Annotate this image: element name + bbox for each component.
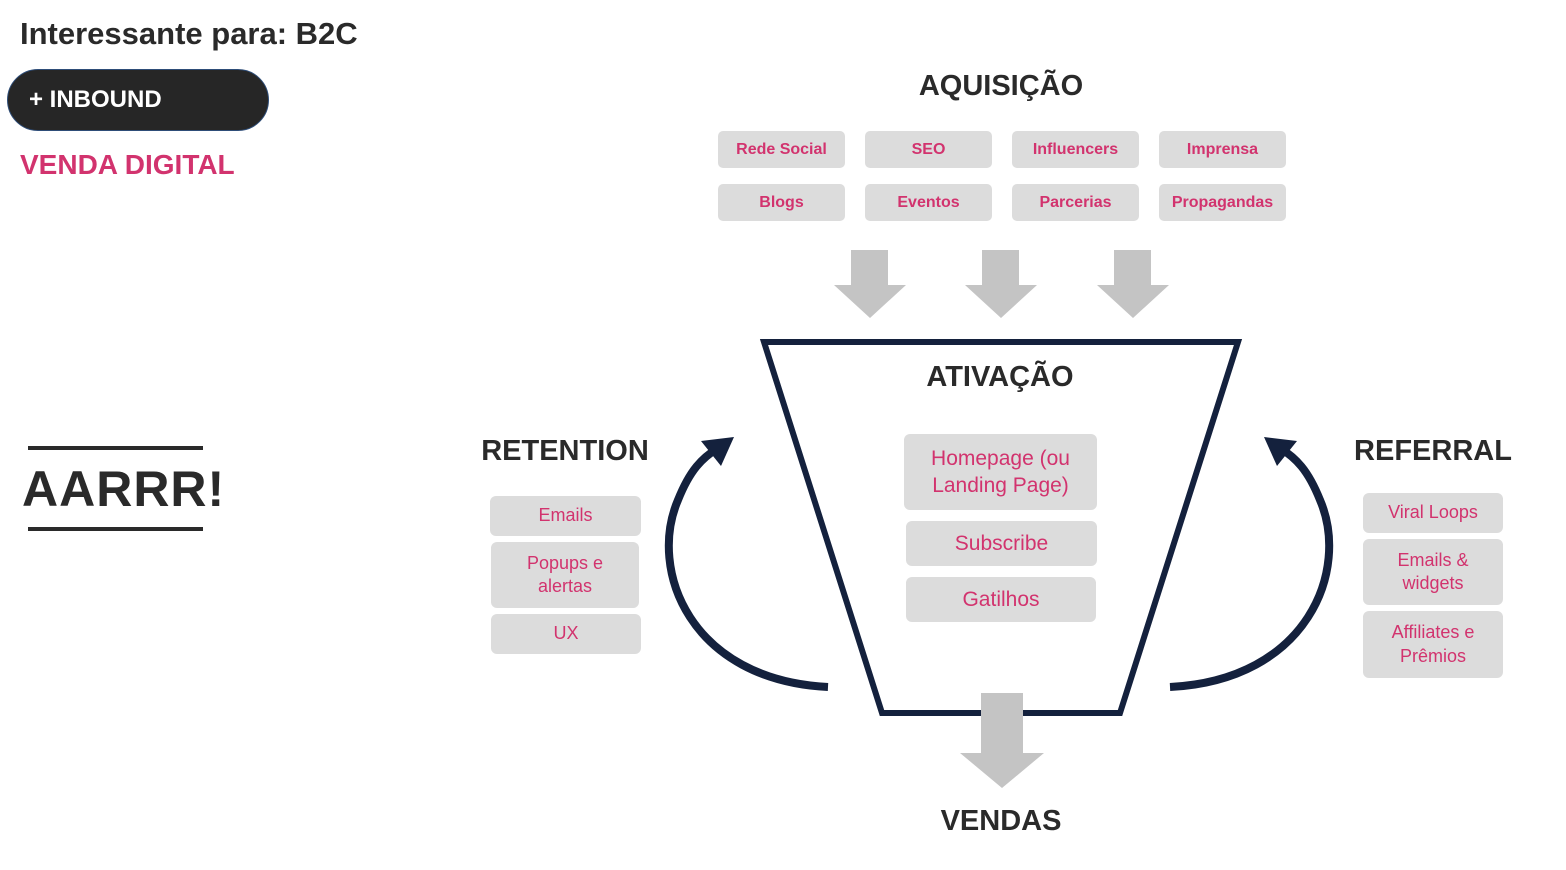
acquisition-chip-rede-social: Rede Social [718, 131, 845, 168]
referral-title: REFERRAL [1354, 435, 1512, 467]
retention-loop-arrow [664, 444, 829, 691]
retention-item-emails: Emails [490, 496, 641, 536]
page-title: Interessante para: B2C [20, 16, 358, 51]
acquisition-chip-imprensa: Imprensa [1159, 131, 1286, 168]
activation-item-gatilhos: Gatilhos [906, 577, 1096, 622]
down-arrow-1 [834, 250, 906, 318]
sales-arrow [960, 693, 1044, 788]
aarrr-top-rule [28, 446, 203, 450]
acquisition-chip-eventos: Eventos [865, 184, 992, 221]
acquisition-chip-parcerias: Parcerias [1012, 184, 1139, 221]
sales-title: VENDAS [940, 805, 1062, 837]
acquisition-chip-blogs: Blogs [718, 184, 845, 221]
acquisition-chip-propagandas: Propagandas [1159, 184, 1286, 221]
retention-item-ux: UX [491, 614, 641, 654]
venda-digital-label: VENDA DIGITAL [20, 149, 235, 180]
retention-arrowhead [701, 437, 734, 466]
referral-loop-arrow [1169, 444, 1334, 691]
referral-item-emails-widgets: Emails & widgets [1363, 539, 1503, 605]
inbound-pill: + INBOUND [7, 69, 269, 131]
activation-title: ATIVAÇÃO [926, 361, 1074, 393]
activation-item-homepage: Homepage (ou Landing Page) [904, 434, 1097, 510]
acquisition-chip-seo: SEO [865, 131, 992, 168]
down-arrow-3 [1097, 250, 1169, 318]
referral-item-affiliates: Affiliates e Prêmios [1363, 611, 1503, 678]
aarrr-logo-text: AARRR! [22, 461, 226, 517]
acquisition-title: AQUISIÇÃO [918, 70, 1084, 102]
aarrr-bottom-rule [28, 527, 203, 531]
acquisition-chip-influencers: Influencers [1012, 131, 1139, 168]
retention-item-popups: Popups e alertas [491, 542, 639, 608]
activation-item-subscribe: Subscribe [906, 521, 1097, 566]
retention-title: RETENTION [481, 435, 649, 467]
referral-arrowhead [1264, 437, 1297, 466]
down-arrow-2 [965, 250, 1037, 318]
referral-item-viral-loops: Viral Loops [1363, 493, 1503, 533]
